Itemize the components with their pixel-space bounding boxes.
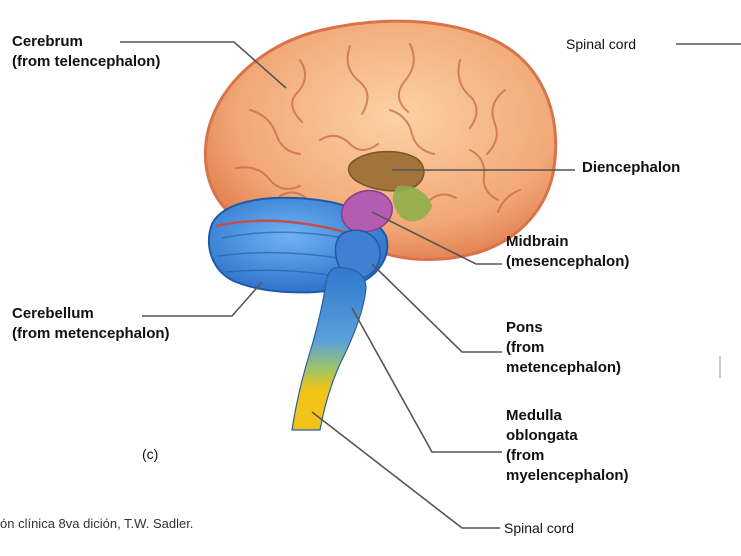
label-midbrain: Midbrain (mesencephalon) bbox=[506, 232, 629, 272]
label-medulla-line3: (from bbox=[506, 447, 545, 464]
label-cerebrum-name: Cerebrum bbox=[12, 33, 83, 50]
label-midbrain-name: Midbrain bbox=[506, 233, 569, 250]
cerebrum-gyri bbox=[235, 43, 521, 213]
label-cerebellum-name: Cerebellum bbox=[12, 305, 94, 322]
label-diencephalon: Diencephalon bbox=[582, 159, 681, 176]
panel-marker: (c) bbox=[142, 446, 159, 462]
label-cerebellum-origin: (from metencephalon) bbox=[12, 325, 170, 342]
label-pons-line1: Pons bbox=[506, 319, 543, 336]
leader-spinal-bottom bbox=[311, 411, 500, 529]
label-pons: Pons (from metencephalon) bbox=[506, 318, 621, 378]
source-credit: ón clínica 8va dición, T.W. Sadler. bbox=[0, 516, 194, 531]
leader-lines bbox=[120, 41, 741, 529]
label-pons-line2: (from bbox=[506, 339, 545, 356]
label-cerebrum: Cerebrum (from telencephalon) bbox=[12, 32, 160, 72]
leader-medulla bbox=[351, 307, 502, 453]
leader-cerebellum bbox=[142, 281, 263, 317]
leader-pons bbox=[371, 263, 502, 353]
leader-midbrain bbox=[371, 211, 502, 265]
label-medulla-line2: oblongata bbox=[506, 427, 578, 444]
label-midbrain-origin: (mesencephalon) bbox=[506, 253, 630, 270]
label-cerebrum-origin: (from telencephalon) bbox=[12, 53, 161, 70]
brainstem-shape bbox=[291, 267, 367, 431]
label-pons-line3: metencephalon) bbox=[506, 359, 622, 376]
label-spinal-cord-top: Spinal cord bbox=[566, 36, 637, 52]
leader-cerebrum bbox=[120, 41, 287, 89]
label-medulla: Medulla oblongata (from myelencephalon) bbox=[506, 406, 629, 486]
label-spinal-cord-bottom: Spinal cord bbox=[504, 520, 575, 536]
label-medulla-line1: Medulla bbox=[506, 407, 562, 424]
hypothalamus-shape bbox=[392, 185, 432, 222]
label-cerebellum: Cerebellum (from metencephalon) bbox=[12, 304, 170, 344]
label-medulla-line4: myelencephalon) bbox=[506, 467, 629, 484]
